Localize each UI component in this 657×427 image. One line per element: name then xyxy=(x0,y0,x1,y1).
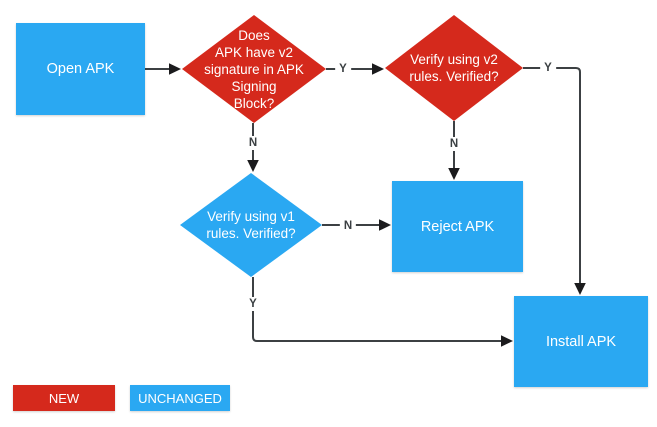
arrowhead-into-install-left xyxy=(501,335,513,347)
arrowhead-into-reject-top xyxy=(448,168,460,180)
edge-label-verifyv1-yes: Y xyxy=(245,297,261,311)
edge-label-v2check-yes: Y xyxy=(335,62,351,76)
legend-new-label: NEW xyxy=(48,390,80,406)
arrowhead-into-verifyv2 xyxy=(372,63,384,75)
legend-new: NEW xyxy=(13,385,115,411)
legend-unchanged: UNCHANGED xyxy=(130,385,230,411)
node-reject-apk: Reject APK xyxy=(392,181,523,272)
arrowhead-into-v2check xyxy=(169,63,181,75)
node-verify-v2-label: Verify using v2 rules. Verified? xyxy=(409,52,499,84)
node-install-apk-label: Install APK xyxy=(545,333,617,350)
arrowhead-into-install-top xyxy=(574,283,586,295)
node-open-apk: Open APK xyxy=(16,23,145,115)
legend-unchanged-label: UNCHANGED xyxy=(138,390,222,406)
edge-label-verifyv1-no: N xyxy=(339,219,357,233)
edge-label-verifyv2-yes: Y xyxy=(540,61,556,75)
node-v2-signature-check-label: Does APK have v2 signature in APK Signin… xyxy=(204,27,304,111)
node-install-apk: Install APK xyxy=(514,296,648,387)
edge-verifyv1-to-install xyxy=(252,277,501,342)
edge-label-v2check-no: N xyxy=(244,136,262,150)
node-verify-v1-label: Verify using v1 rules. Verified? xyxy=(206,209,296,241)
arrowhead-into-verifyv1 xyxy=(247,160,259,172)
node-open-apk-label: Open APK xyxy=(46,61,115,77)
arrowhead-into-reject-left xyxy=(379,219,391,231)
edge-label-verifyv2-no: N xyxy=(445,137,463,151)
node-reject-apk-label: Reject APK xyxy=(420,218,495,235)
edge-verifyv2-to-install xyxy=(523,67,581,283)
